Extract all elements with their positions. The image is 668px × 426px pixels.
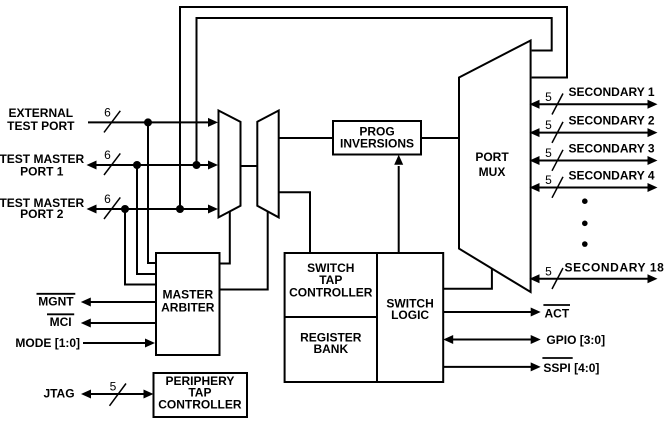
svg-text:CONTROLLER: CONTROLLER: [158, 397, 242, 411]
svg-text:PROG: PROG: [359, 125, 394, 139]
svg-text:ARBITER: ARBITER: [161, 301, 215, 315]
svg-text:PORT: PORT: [475, 150, 509, 164]
svg-text:MASTER: MASTER: [162, 288, 213, 302]
svg-text:REGISTER: REGISTER: [300, 330, 362, 344]
svg-text:5: 5: [110, 379, 117, 393]
svg-text:6: 6: [104, 106, 111, 120]
svg-text:INVERSIONS: INVERSIONS: [340, 137, 414, 151]
svg-text:LOGIC: LOGIC: [391, 308, 429, 322]
svg-text:SECONDARY 3: SECONDARY 3: [569, 141, 655, 155]
svg-text:5: 5: [545, 118, 552, 132]
svg-text:5: 5: [545, 146, 552, 160]
svg-text:6: 6: [104, 148, 111, 162]
svg-text:TAP: TAP: [188, 386, 211, 400]
svg-text:TAP: TAP: [319, 273, 342, 287]
svg-text:5: 5: [545, 90, 552, 104]
svg-text:BANK: BANK: [313, 342, 348, 356]
svg-text:MODE [1:0]: MODE [1:0]: [15, 336, 80, 350]
svg-text:GPIO [3:0]: GPIO [3:0]: [546, 333, 605, 347]
svg-text:EXTERNAL: EXTERNAL: [8, 106, 73, 120]
svg-text:CONTROLLER: CONTROLLER: [289, 285, 373, 299]
svg-text:SECONDARY 4: SECONDARY 4: [569, 168, 655, 182]
svg-text:MUX: MUX: [479, 165, 506, 179]
svg-text:MCI: MCI: [50, 315, 72, 329]
svg-text:6: 6: [104, 192, 111, 206]
svg-text:PORT 1: PORT 1: [20, 165, 64, 179]
svg-text:PORT 2: PORT 2: [20, 207, 64, 221]
svg-text:TEST MASTER: TEST MASTER: [0, 152, 84, 166]
svg-text:PERIPHERY: PERIPHERY: [165, 374, 234, 388]
svg-text:JTAG: JTAG: [43, 386, 74, 400]
svg-text:SECONDARY 1: SECONDARY 1: [569, 85, 655, 99]
svg-text:SWITCH: SWITCH: [307, 261, 354, 275]
svg-text:TEST MASTER: TEST MASTER: [0, 196, 84, 210]
svg-text:SWITCH: SWITCH: [386, 297, 433, 311]
svg-text:ACT: ACT: [545, 307, 570, 321]
svg-text:SECONDARY 18: SECONDARY 18: [565, 261, 665, 275]
svg-text:MGNT: MGNT: [38, 295, 74, 309]
svg-text:SSPI [4:0]: SSPI [4:0]: [543, 361, 599, 375]
svg-text:SECONDARY 2: SECONDARY 2: [569, 114, 655, 128]
svg-text:5: 5: [545, 264, 552, 278]
svg-text:5: 5: [545, 173, 552, 187]
svg-text:TEST PORT: TEST PORT: [7, 119, 75, 133]
